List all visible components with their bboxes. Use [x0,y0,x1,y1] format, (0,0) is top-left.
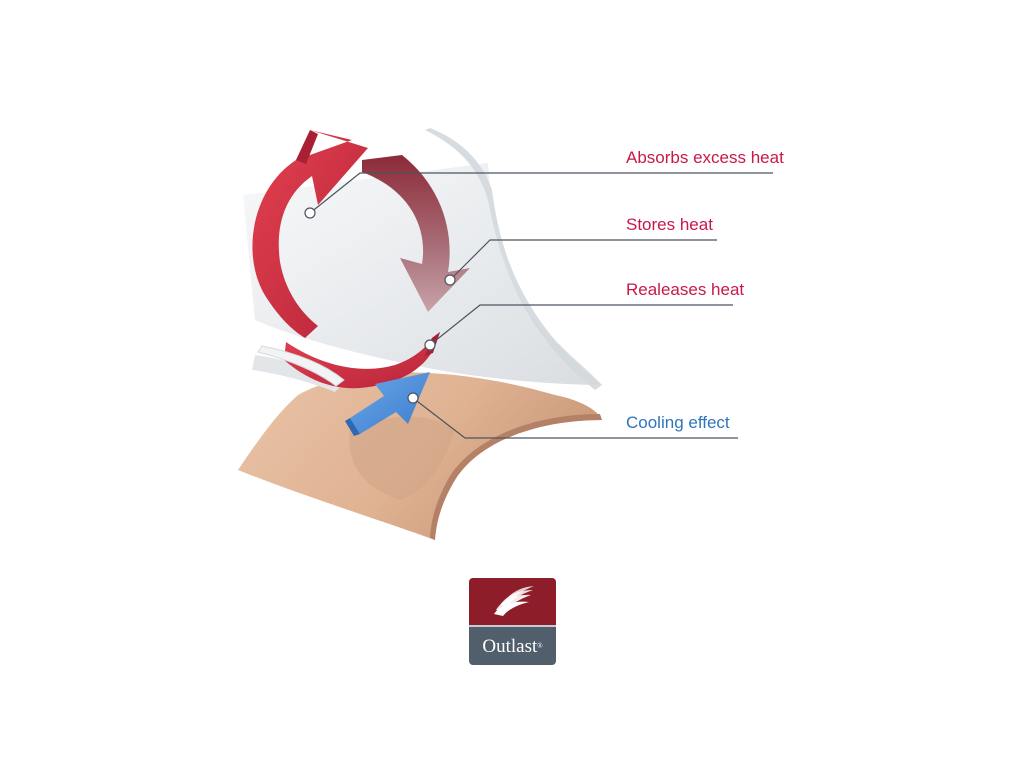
leader-line-stores [449,239,717,281]
leader-line-releases [429,304,733,346]
leader-lines [309,172,773,439]
registered-mark: ® [537,642,543,650]
leader-line-cooling [412,397,738,439]
fabric-curl [257,345,345,387]
absorbs-heat-arrow [252,130,368,338]
logo-wordmark: Outlast® [469,636,556,658]
logo-divider [469,625,556,627]
stores-heat-arrow [362,155,470,312]
label-absorbs-excess-heat: Absorbs excess heat [626,148,784,167]
logo-bottom-panel [469,626,556,665]
label-releases-heat: Realeases heat [626,280,745,299]
logo-word-text: Outlast [482,636,538,657]
leader-line-absorbs [309,172,773,214]
outlast-wave-icon [494,586,534,616]
skin-layer [238,372,602,540]
marker-stores [444,274,456,286]
outlast-logo: Outlast® [469,578,556,665]
label-cooling-effect: Cooling effect [626,413,730,432]
leader-markers [304,207,456,404]
label-stores-heat: Stores heat [626,215,713,234]
marker-cooling [407,392,419,404]
cooling-effect-arrow [345,372,430,436]
marker-absorbs [304,207,316,219]
marker-releases [424,339,436,351]
